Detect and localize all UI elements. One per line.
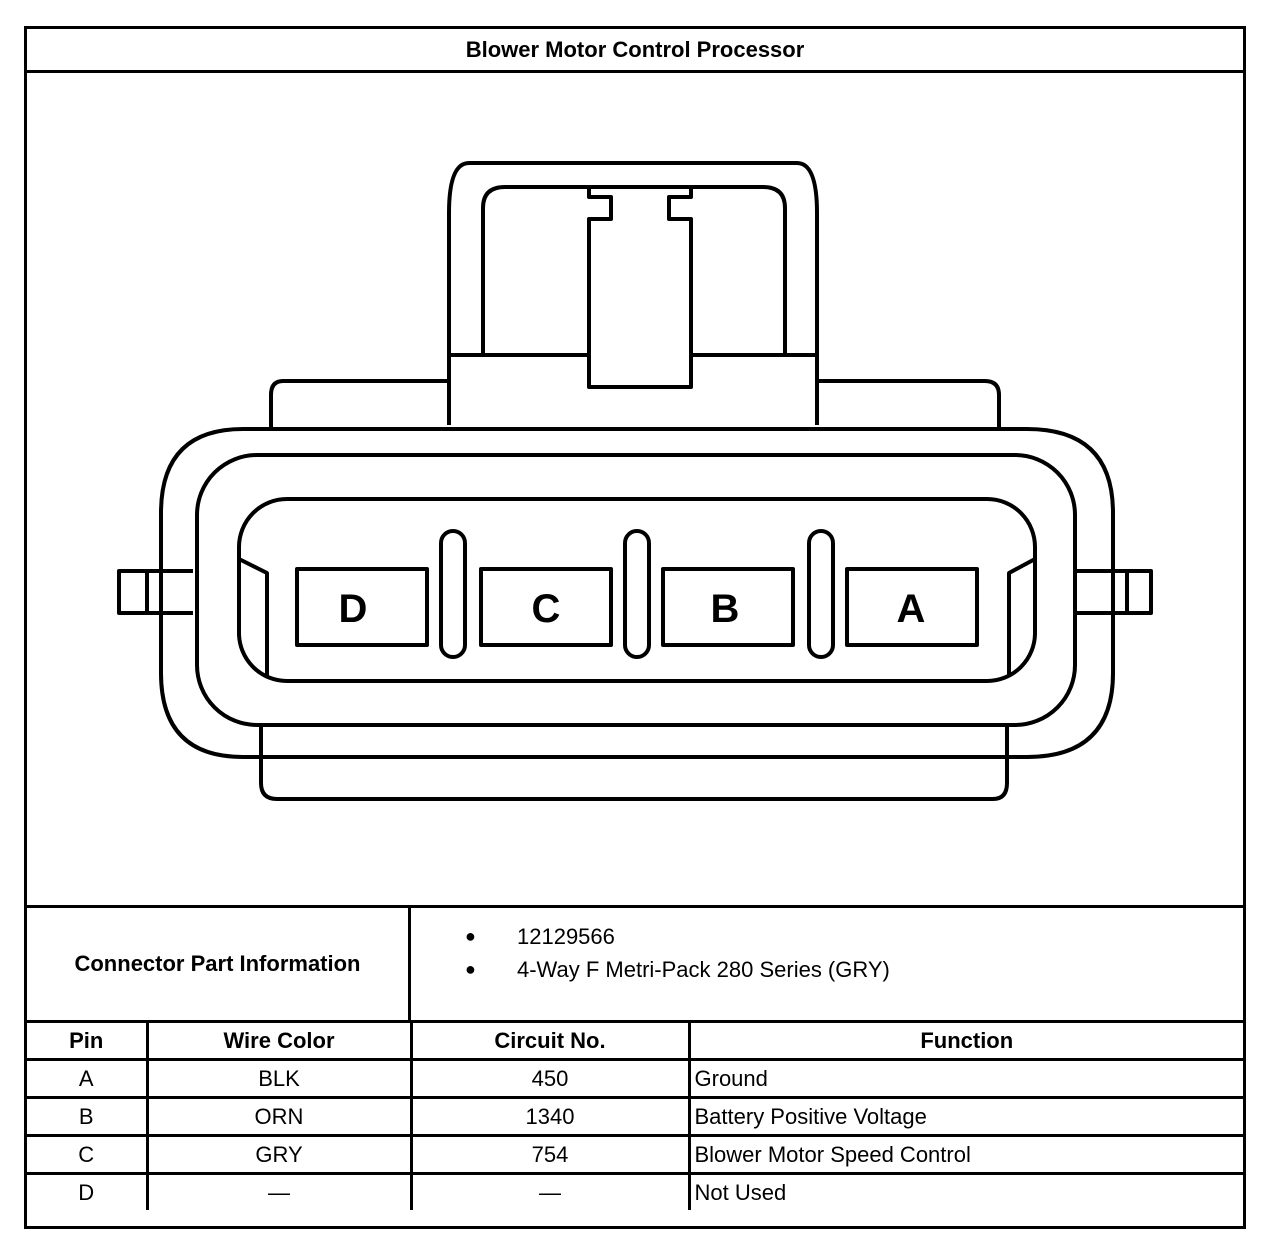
function-cell: Blower Motor Speed Control	[687, 1134, 1243, 1175]
divider-2	[623, 529, 651, 659]
pin-cell: B	[27, 1096, 149, 1137]
shoulder-right	[817, 379, 1001, 429]
latch-inner	[481, 185, 787, 355]
cavity-a	[845, 567, 979, 647]
table-row: D — — Not Used	[27, 1172, 1243, 1210]
circuit-cell: —	[409, 1172, 691, 1210]
divider-1	[439, 529, 467, 659]
inner-rim	[195, 453, 1077, 727]
skirt-bottom	[259, 723, 1009, 801]
right-key	[1077, 569, 1153, 615]
latch-bar	[587, 187, 693, 355]
circuit-cell: 450	[409, 1058, 691, 1099]
cavity-label-b: B	[711, 587, 740, 631]
outer-body	[159, 427, 1115, 759]
connector-drawing: D C B A	[117, 161, 1153, 801]
cavity-label-d: D	[339, 587, 368, 631]
cavity-b	[661, 567, 795, 647]
left-key	[117, 569, 193, 615]
connector-sheet: Blower Motor Control Processor	[24, 26, 1246, 1229]
part-info-item: ● 4-Way F Metri-Pack 280 Series (GRY)	[411, 953, 1243, 986]
latch-tab	[449, 353, 817, 389]
circuit-cell: 754	[409, 1134, 691, 1175]
pin-cell: D	[27, 1172, 149, 1210]
header-pin: Pin	[27, 1023, 149, 1061]
pin-cell: A	[27, 1058, 149, 1099]
cavity-d	[295, 567, 429, 647]
shoulder-left	[269, 379, 449, 429]
cavity-label-c: C	[532, 587, 561, 631]
connector-series: 4-Way F Metri-Pack 280 Series (GRY)	[517, 957, 890, 982]
left-cut	[238, 557, 269, 677]
bullet-icon: ●	[465, 959, 476, 979]
part-info-list: ● 12129566 ● 4-Way F Metri-Pack 280 Series…	[411, 908, 1243, 1032]
connector-face-view: D C B A	[27, 73, 1243, 905]
pin-cell: C	[27, 1134, 149, 1175]
part-number: 12129566	[517, 924, 615, 949]
part-info-item: ● 12129566	[411, 920, 1243, 953]
wire-color-cell: ORN	[145, 1096, 413, 1137]
pin-table-header: Pin Wire Color Circuit No. Function	[27, 1023, 1243, 1061]
function-cell: Battery Positive Voltage	[687, 1096, 1243, 1137]
pin-table: Pin Wire Color Circuit No. Function A BL…	[27, 1023, 1243, 1210]
connector-part-info: Connector Part Information ● 12129566 ● 4-…	[27, 905, 1243, 1023]
cavity-label-a: A	[897, 587, 926, 631]
wire-color-cell: GRY	[145, 1134, 413, 1175]
sheet-title: Blower Motor Control Processor	[27, 29, 1243, 73]
function-cell: Not Used	[687, 1172, 1243, 1210]
header-function: Function	[687, 1023, 1243, 1061]
latch-housing	[447, 161, 819, 425]
wire-color-cell: —	[145, 1172, 413, 1210]
right-cut	[1007, 557, 1036, 677]
part-info-label: Connector Part Information	[27, 908, 411, 1020]
cavity-c	[479, 567, 613, 647]
circuit-cell: 1340	[409, 1096, 691, 1137]
table-row: B ORN 1340 Battery Positive Voltage	[27, 1096, 1243, 1137]
header-wire-color: Wire Color	[145, 1023, 413, 1061]
header-circuit: Circuit No.	[409, 1023, 691, 1061]
function-cell: Ground	[687, 1058, 1243, 1099]
wire-color-cell: BLK	[145, 1058, 413, 1099]
bullet-icon: ●	[465, 926, 476, 946]
cavity-field	[237, 497, 1037, 683]
table-row: A BLK 450 Ground	[27, 1058, 1243, 1099]
divider-3	[807, 529, 835, 659]
table-row: C GRY 754 Blower Motor Speed Control	[27, 1134, 1243, 1175]
